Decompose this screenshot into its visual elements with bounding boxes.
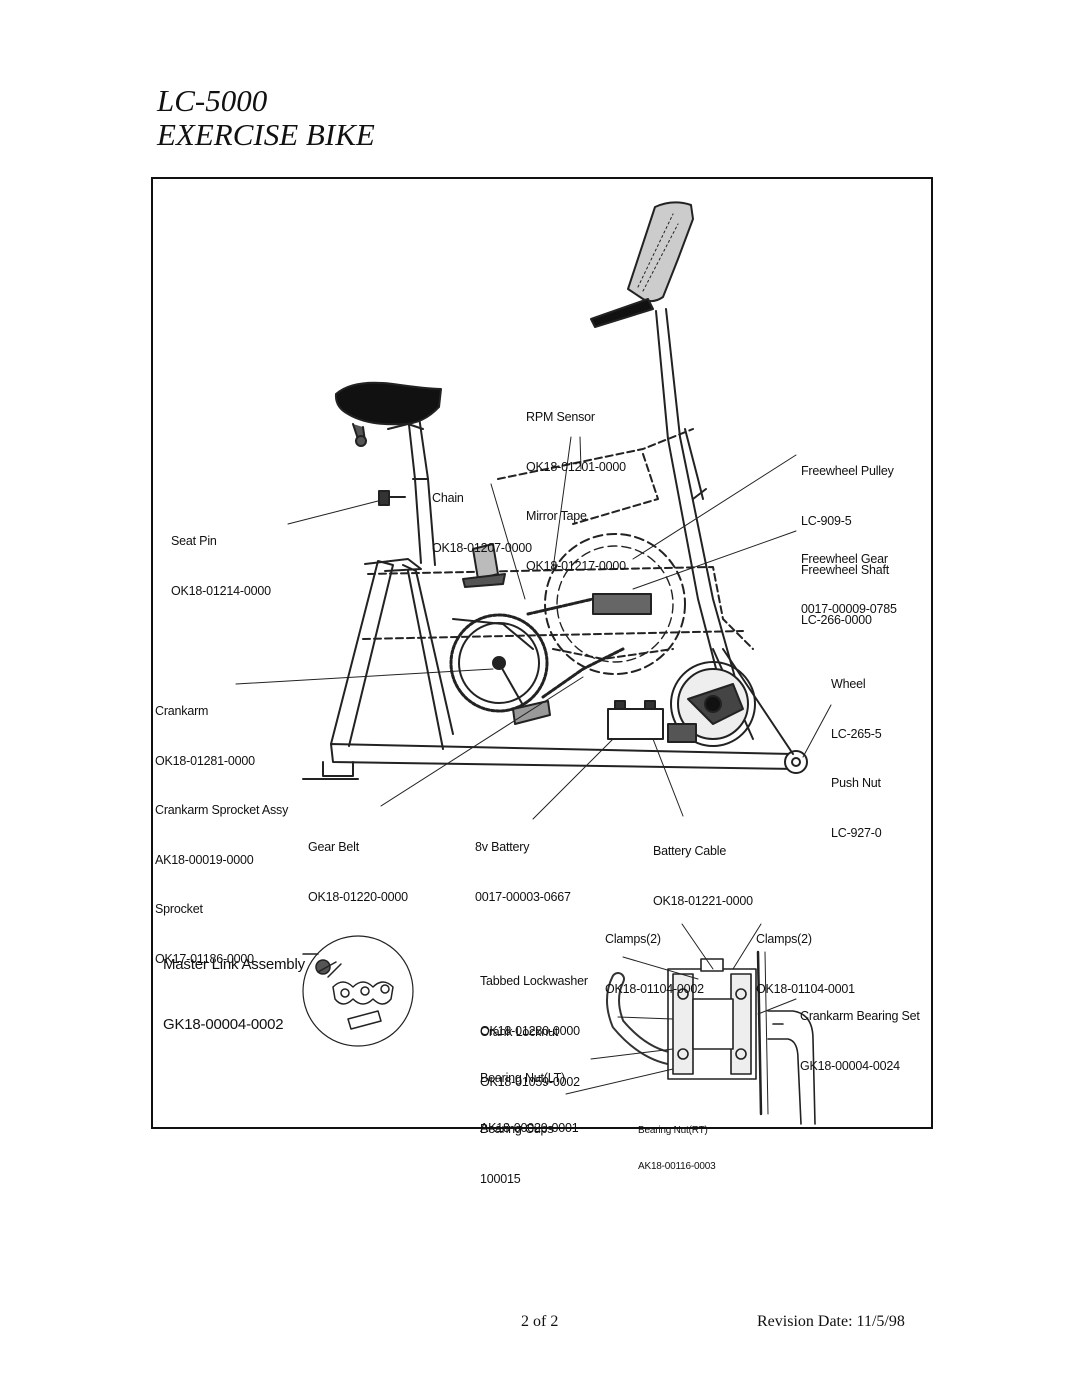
sprocket [449, 613, 551, 725]
label-text: OK18-01220-0000 [308, 889, 408, 904]
label-crankarm: Crankarm OK18-01281-0000 Crankarm Sprock… [155, 670, 288, 1000]
label-text: OK18-01217-0000 [526, 558, 626, 573]
label-text: OK17-01186-0000 [155, 951, 254, 966]
label-crankarm-bearing-set: Crankarm Bearing Set GK18-00004-0024 [800, 975, 920, 1107]
label-text: Tabbed Lockwasher [480, 974, 588, 988]
pedal-upper [462, 543, 506, 588]
label-text: OK18-01214-0000 [171, 583, 271, 598]
label-text: Freewheel Shaft [801, 563, 890, 577]
label-text: OK18-01221-0000 [653, 893, 753, 908]
base-frame [302, 743, 808, 780]
label-text: Crank Locknut [480, 1025, 558, 1039]
label-text: RPM Sensor [526, 410, 595, 424]
bearing-leaders [565, 923, 797, 1095]
label-chain: Chain OK18-01207-0000 [432, 457, 532, 589]
label-text: Freewheel Pulley [801, 464, 894, 478]
label-text: Bearing Cups [480, 1122, 554, 1136]
label-text: OK18-01281-0000 [155, 753, 255, 768]
label-text: Sprocket [155, 902, 203, 916]
label-freewheel-gear: Freewheel Gear 0017-00009-0785 [801, 518, 897, 650]
label-battery: 8v Battery 0017-00003-0667 [475, 806, 571, 938]
label-text: Master Link Assembly [163, 956, 305, 973]
label-wheel: Wheel LC-265-5 Push Nut LC-927-0 [831, 643, 882, 874]
label-text: LC-266-0000 [801, 612, 872, 627]
label-text: AK18-00019-0000 [155, 852, 254, 867]
battery [607, 700, 697, 743]
resistance-wheel [670, 661, 756, 747]
label-text: Crankarm Sprocket Assy [155, 803, 289, 817]
model-number: LC-5000 [157, 83, 268, 118]
label-text: Chain [432, 491, 464, 505]
label-text: 8v Battery [475, 840, 530, 854]
page-title: EXERCISE BIKE [157, 117, 375, 152]
label-text: Wheel [831, 677, 866, 691]
label-text: Battery Cable [653, 844, 727, 858]
label-text: OK18-01104-0002 [605, 981, 704, 996]
label-text: GK18-00004-0024 [800, 1058, 900, 1073]
label-seat-pin: Seat Pin OK18-01214-0000 [171, 500, 271, 632]
label-text: GK18-00004-0002 [163, 1016, 284, 1033]
label-battery-cable: Battery Cable OK18-01221-0000 [653, 810, 753, 942]
exercise-bike-illustration [235, 201, 832, 1125]
label-tabbed-lockwasher: Tabbed Lockwasher OK18-01280-0000 [480, 940, 588, 1072]
crank-bearing-section [606, 950, 816, 1125]
label-text: AK18-00029-0001 [480, 1120, 579, 1135]
diagram-frame: RPM Sensor OK18-01201-0000 Mirror Tape O… [151, 177, 933, 1186]
label-master-link: Master Link Assembly GK18-00004-0002 [163, 915, 305, 1075]
master-link-detail [302, 935, 414, 1047]
label-gear-belt: Gear Belt OK18-01220-0000 [308, 806, 408, 938]
seat [334, 381, 442, 447]
label-text: Bearing Nut(RT) [638, 1125, 708, 1136]
label-text: Clamps(2) [756, 932, 812, 946]
label-crank-locknut: Crank Locknut OK18-01059-0002 [480, 991, 580, 1123]
label-text: 0017-00009-0785 [801, 601, 897, 616]
label-text: 100015 [480, 1171, 521, 1186]
label-text: Freewheel Gear [801, 552, 888, 566]
handlebar [590, 201, 694, 328]
label-text: AK18-00116-0003 [638, 1161, 716, 1172]
label-clamps-left: Clamps(2) OK18-01104-0002 [605, 898, 704, 1030]
label-text: LC-927-0 [831, 825, 882, 840]
label-bearing-nut-rt: Bearing Nut(RT) AK18-00116-0003 [638, 1101, 716, 1197]
label-freewheel-pulley: Freewheel Pulley LC-909-5 Freewheel Shaf… [801, 430, 894, 661]
label-text: Crankarm [155, 704, 209, 718]
label-clamps-right: Clamps(2) OK18-01104-0001 [756, 898, 855, 1030]
label-text: OK18-01207-0000 [432, 540, 532, 555]
page-number: 2 of 2 [521, 1313, 559, 1330]
label-text: Clamps(2) [605, 932, 661, 946]
label-text: Crankarm Bearing Set [800, 1009, 920, 1023]
label-rpm-sensor: RPM Sensor OK18-01201-0000 Mirror Tape O… [526, 376, 626, 607]
chain-run [526, 593, 652, 699]
label-bearing-cups: Bearing Cups 100015 [480, 1088, 554, 1220]
revision-date: Revision Date: 11/5/98 [757, 1313, 905, 1330]
label-text: Push Nut [831, 776, 881, 790]
label-text: OK18-01104-0001 [756, 981, 855, 996]
label-text: LC-909-5 [801, 513, 852, 528]
label-text: OK18-01280-0000 [480, 1023, 580, 1038]
seat-pin-knob [378, 490, 406, 506]
label-bearing-nut-lt: Bearing Nut(LT) AK18-00029-0001 [480, 1037, 579, 1169]
leader-lines [235, 436, 832, 820]
label-text: OK18-01059-0002 [480, 1074, 580, 1089]
label-text: Seat Pin [171, 534, 217, 548]
label-text: LC-265-5 [831, 726, 882, 741]
pulley-wheel [544, 533, 686, 675]
label-text: 0017-00003-0667 [475, 889, 571, 904]
label-text: OK18-01201-0000 [526, 459, 626, 474]
label-text: Bearing Nut(LT) [480, 1071, 565, 1085]
label-text: Gear Belt [308, 840, 360, 854]
label-text: Mirror Tape [526, 509, 587, 523]
